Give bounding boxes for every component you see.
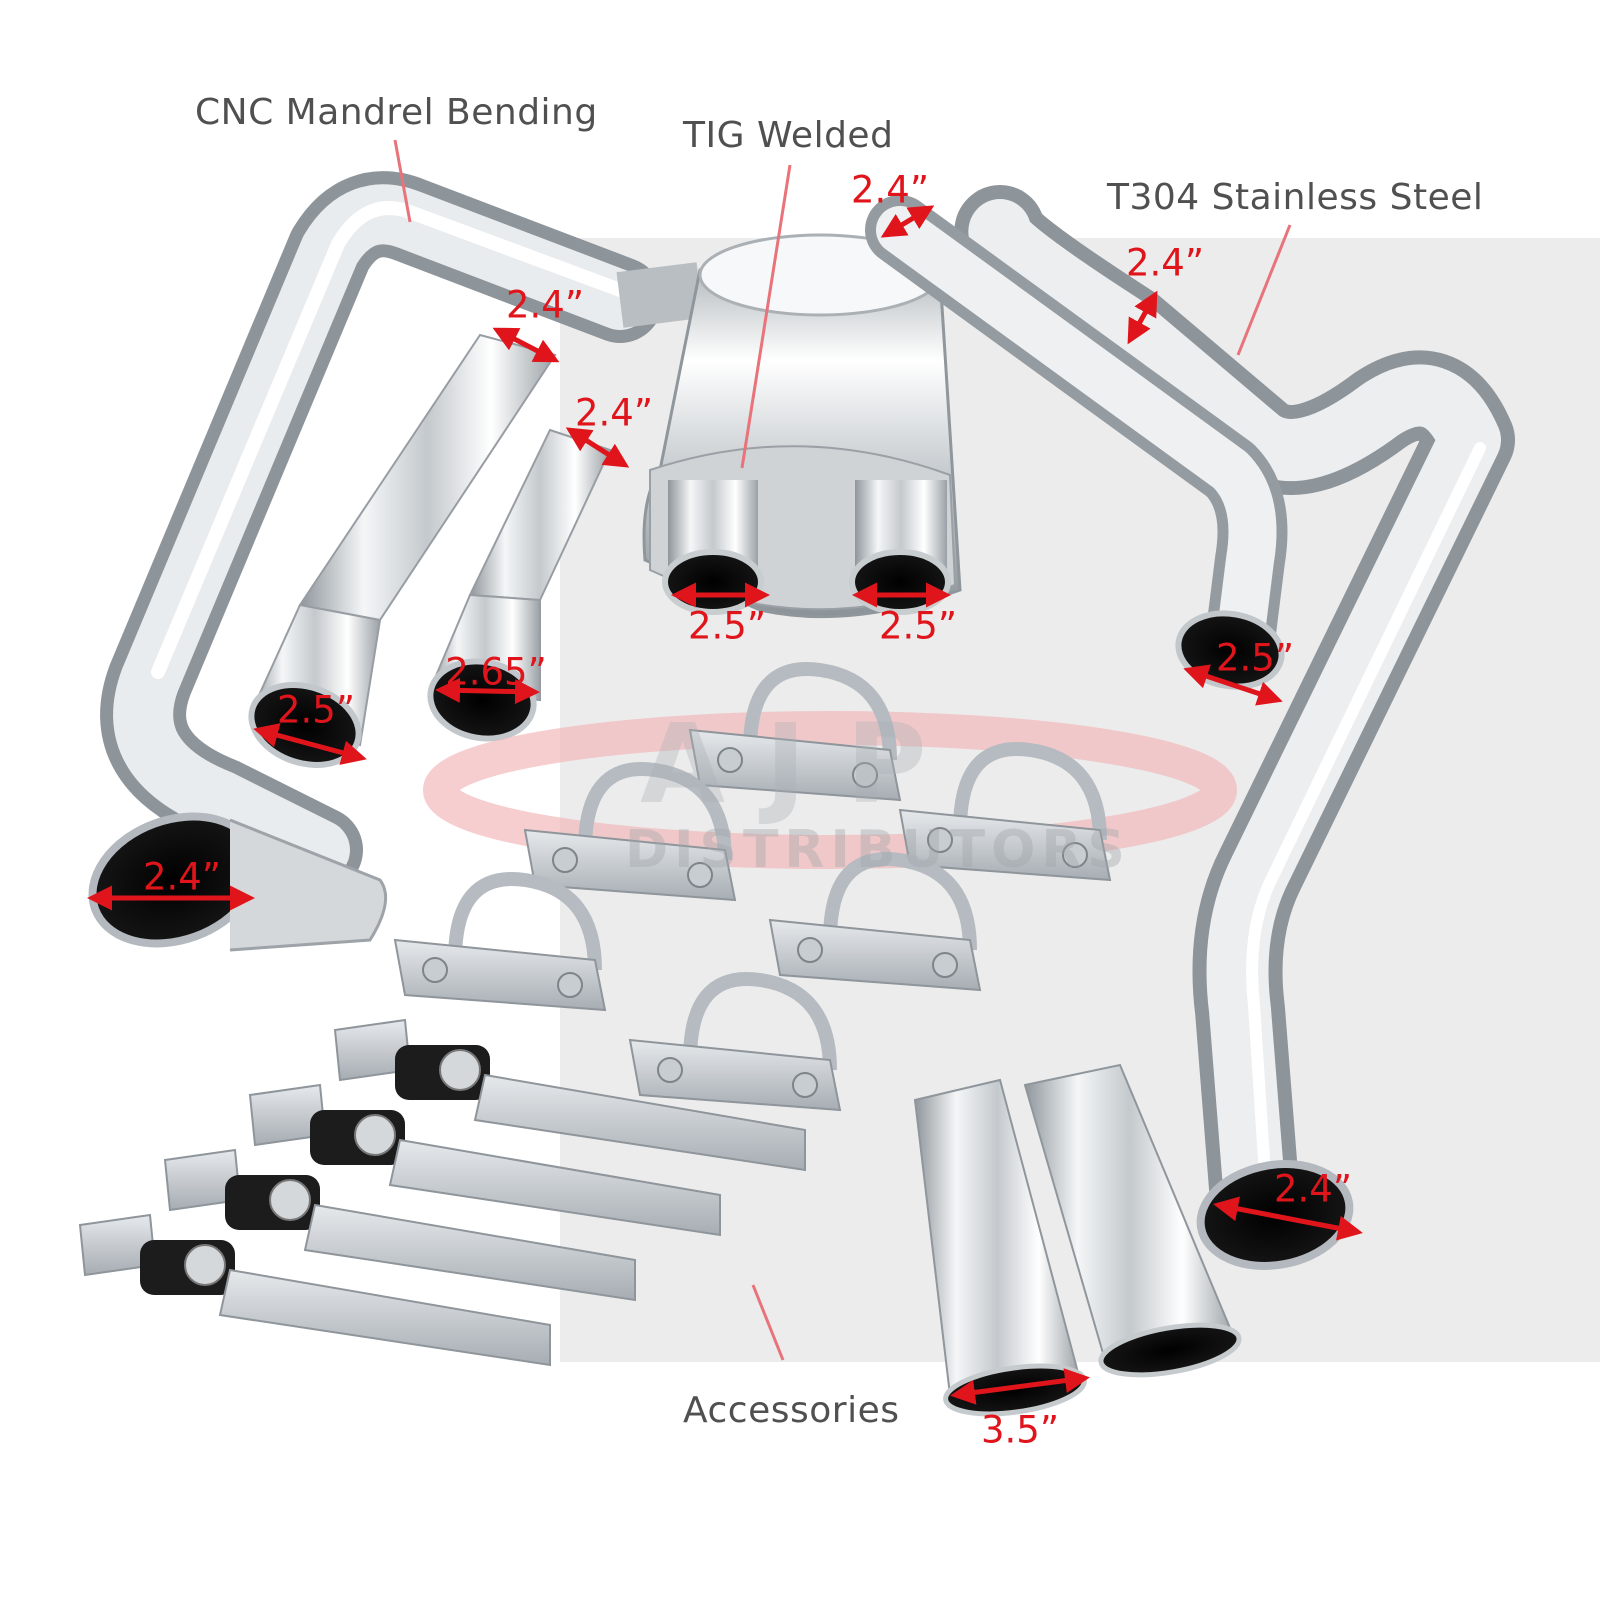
callout-accessories: Accessories <box>683 1390 900 1431</box>
dimension-label: 2.4” <box>142 855 222 899</box>
clamp <box>688 662 902 802</box>
exhaust-tip-right <box>1023 1063 1242 1378</box>
dimension-label: 2.65” <box>445 650 547 694</box>
dimension-label: 3.5” <box>980 1408 1060 1452</box>
dimension-label: 2.4” <box>1273 1167 1353 1211</box>
watermark-subtitle: DISTRIBUTORS <box>625 820 1131 880</box>
ajp-watermark <box>423 711 1237 869</box>
dimension-label: 2.5” <box>276 688 356 732</box>
clamp <box>898 742 1112 882</box>
dimension-label: 2.4” <box>1125 241 1205 285</box>
clamp <box>393 872 607 1012</box>
hanger <box>78 1213 551 1367</box>
hangers <box>78 1018 806 1367</box>
dimension-label: 2.4” <box>574 391 654 435</box>
dimension-label: 2.4” <box>850 168 930 212</box>
dimension-label: 2.4” <box>505 283 585 327</box>
hanger <box>333 1018 806 1172</box>
leader-lines <box>393 139 1292 1361</box>
hanger <box>163 1148 636 1302</box>
callout-t304-stainless-steel: T304 Stainless Steel <box>1107 177 1484 218</box>
clamps <box>393 662 1112 1112</box>
watermark-logo: AJP <box>640 700 967 828</box>
clamp <box>628 972 842 1112</box>
callout-tig-welded: TIG Welded <box>683 115 894 156</box>
dimension-label: 2.5” <box>1215 636 1295 680</box>
clamp <box>523 762 737 902</box>
clamp <box>768 852 982 992</box>
dimension-label: 2.5” <box>687 604 767 648</box>
hanger <box>248 1083 721 1237</box>
dimension-arrows <box>87 205 1363 1405</box>
muffler-outlet-right <box>849 480 951 615</box>
callout-cnc-mandrel-bending: CNC Mandrel Bending <box>195 92 598 133</box>
muffler-outlet-left <box>662 480 764 615</box>
dimension-label: 2.5” <box>878 604 958 648</box>
